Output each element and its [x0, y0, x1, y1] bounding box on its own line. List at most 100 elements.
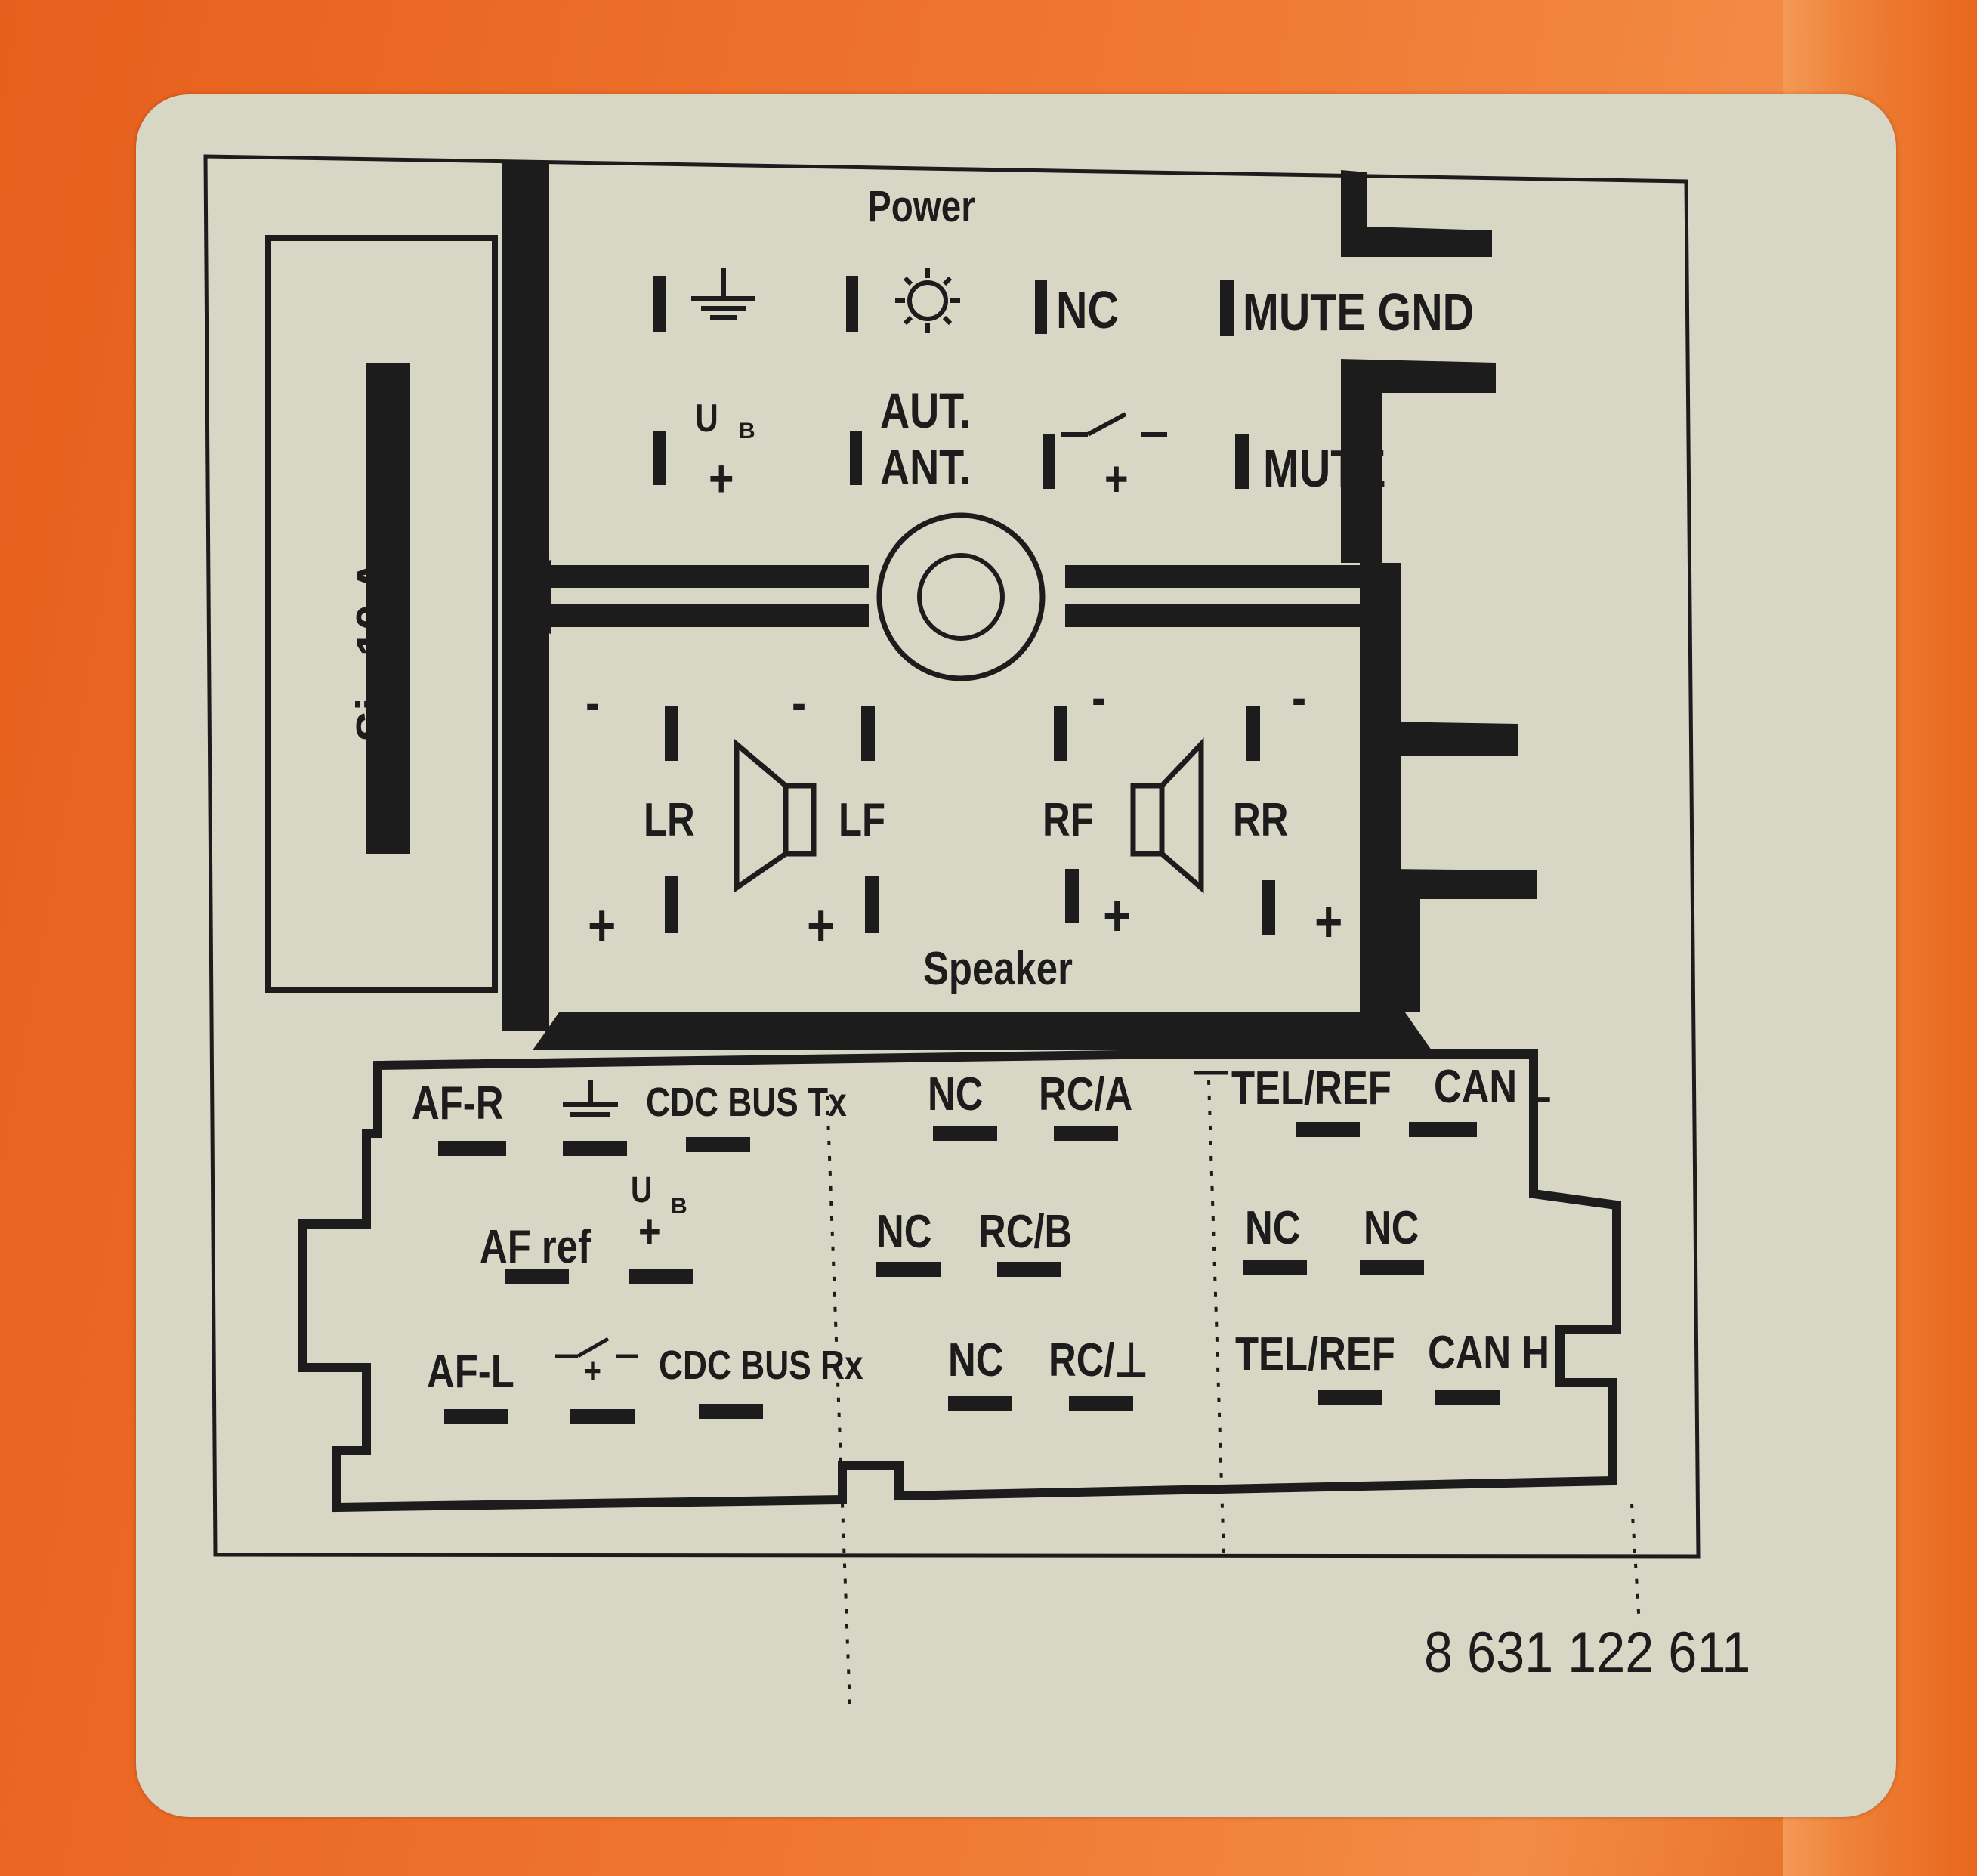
speaker-icon [1130, 737, 1204, 894]
pin [570, 1409, 635, 1424]
pin [665, 876, 678, 933]
pin [686, 1137, 750, 1152]
pin [1220, 280, 1234, 336]
pin [629, 1269, 693, 1284]
ub-subscript: B [739, 419, 755, 444]
ground-icon [563, 1080, 618, 1117]
af-l-label: AF-L [427, 1346, 514, 1398]
dotted-separator [1630, 1503, 1641, 1625]
pin [1246, 706, 1260, 761]
pin [1360, 1260, 1424, 1275]
nc-label: NC [948, 1334, 1004, 1386]
part-number: 8 631 122 611 [1424, 1621, 1751, 1685]
pin [653, 431, 666, 485]
plus-label: + [1104, 450, 1129, 506]
can-h-label: CAN H [1428, 1327, 1549, 1379]
rr-label: RR [1233, 794, 1289, 846]
speaker-plus: + [807, 892, 836, 958]
pin [653, 276, 666, 332]
pin [861, 706, 875, 761]
cdc-bus-rx-label: CDC BUS Rx [659, 1343, 863, 1388]
pin [1296, 1122, 1360, 1137]
pin [1409, 1122, 1477, 1137]
fuse-box [265, 235, 498, 993]
fuse-label: Si - 10 A [348, 558, 400, 743]
speaker-minus: - [1092, 668, 1107, 727]
pin [1069, 1396, 1133, 1411]
pin [876, 1262, 941, 1277]
connector-outline [298, 1049, 1621, 1513]
af-r-label: AF-R [412, 1077, 504, 1130]
nc-label: NC [1245, 1202, 1301, 1254]
ignition-switch-icon [1061, 412, 1167, 437]
pin [846, 276, 858, 332]
antenna-socket-icon [876, 512, 1046, 681]
pin [1435, 1390, 1500, 1405]
tel-ref-label: TEL/REF [1231, 1062, 1392, 1114]
pin [850, 431, 862, 485]
pin [865, 876, 879, 933]
pin [1035, 280, 1047, 334]
ub-label: U [631, 1170, 653, 1210]
speaker-icon [734, 738, 817, 893]
pin [1043, 434, 1055, 489]
speaker-plus: + [1314, 888, 1343, 954]
pin [444, 1409, 508, 1424]
can-l-label: CAN L [1434, 1061, 1552, 1113]
ub-label: U [695, 397, 718, 440]
speaker-bottom-bar [533, 1012, 1432, 1050]
rc-gnd-label: RC/⊥ [1049, 1334, 1148, 1386]
center-bars [529, 559, 1382, 635]
speaker-title: Speaker [923, 943, 1073, 995]
pin [1262, 880, 1275, 935]
ignition-switch-icon [555, 1337, 638, 1358]
speaker-minus: - [792, 673, 807, 732]
lf-label: LF [839, 794, 886, 846]
right-notches [1341, 170, 1537, 1028]
nc-label: NC [876, 1206, 932, 1258]
rf-label: RF [1043, 794, 1094, 846]
power-title: Power [867, 182, 975, 231]
ant-label: ANT. [880, 439, 972, 495]
pin [1243, 1260, 1307, 1275]
ground-icon [691, 268, 755, 320]
lr-label: LR [644, 794, 695, 846]
cdc-bus-tx-label: CDC BUS Tx [646, 1080, 847, 1125]
pin [933, 1126, 997, 1141]
plus-label: + [709, 449, 734, 508]
speaker-plus: + [1103, 882, 1132, 948]
plus-label: + [638, 1206, 661, 1258]
nc-label: NC [1364, 1202, 1419, 1254]
pin [505, 1269, 569, 1284]
speaker-minus: - [1292, 668, 1307, 727]
speaker-minus: - [585, 673, 601, 732]
pin [1054, 706, 1067, 761]
pin [1235, 434, 1249, 489]
pin [1065, 869, 1079, 923]
pin [563, 1141, 627, 1156]
mute-label: MUTE [1263, 439, 1386, 498]
rc-a-label: RC/A [1039, 1068, 1133, 1120]
pin [699, 1404, 763, 1419]
fuse-bar [366, 363, 410, 854]
speaker-plus: + [588, 892, 616, 958]
pin [1318, 1390, 1382, 1405]
nc-label: NC [928, 1068, 984, 1120]
pin [665, 706, 678, 761]
pin [948, 1396, 1012, 1411]
wiring-label [136, 94, 1896, 1817]
plus-label: + [584, 1352, 601, 1392]
dotted-separator [826, 1095, 851, 1708]
pin [997, 1262, 1061, 1277]
pin [438, 1141, 506, 1156]
pin [1054, 1126, 1118, 1141]
ub-subscript: B [671, 1194, 687, 1219]
dotted-separator [1207, 1080, 1225, 1557]
af-ref-label: AF ref [480, 1221, 591, 1273]
tel-ref-label: TEL/REF [1235, 1328, 1395, 1380]
aut-label: AUT. [880, 382, 972, 438]
rc-b-label: RC/B [978, 1206, 1073, 1258]
outer-frame [203, 154, 1701, 1559]
illumination-sun-icon [895, 268, 960, 333]
